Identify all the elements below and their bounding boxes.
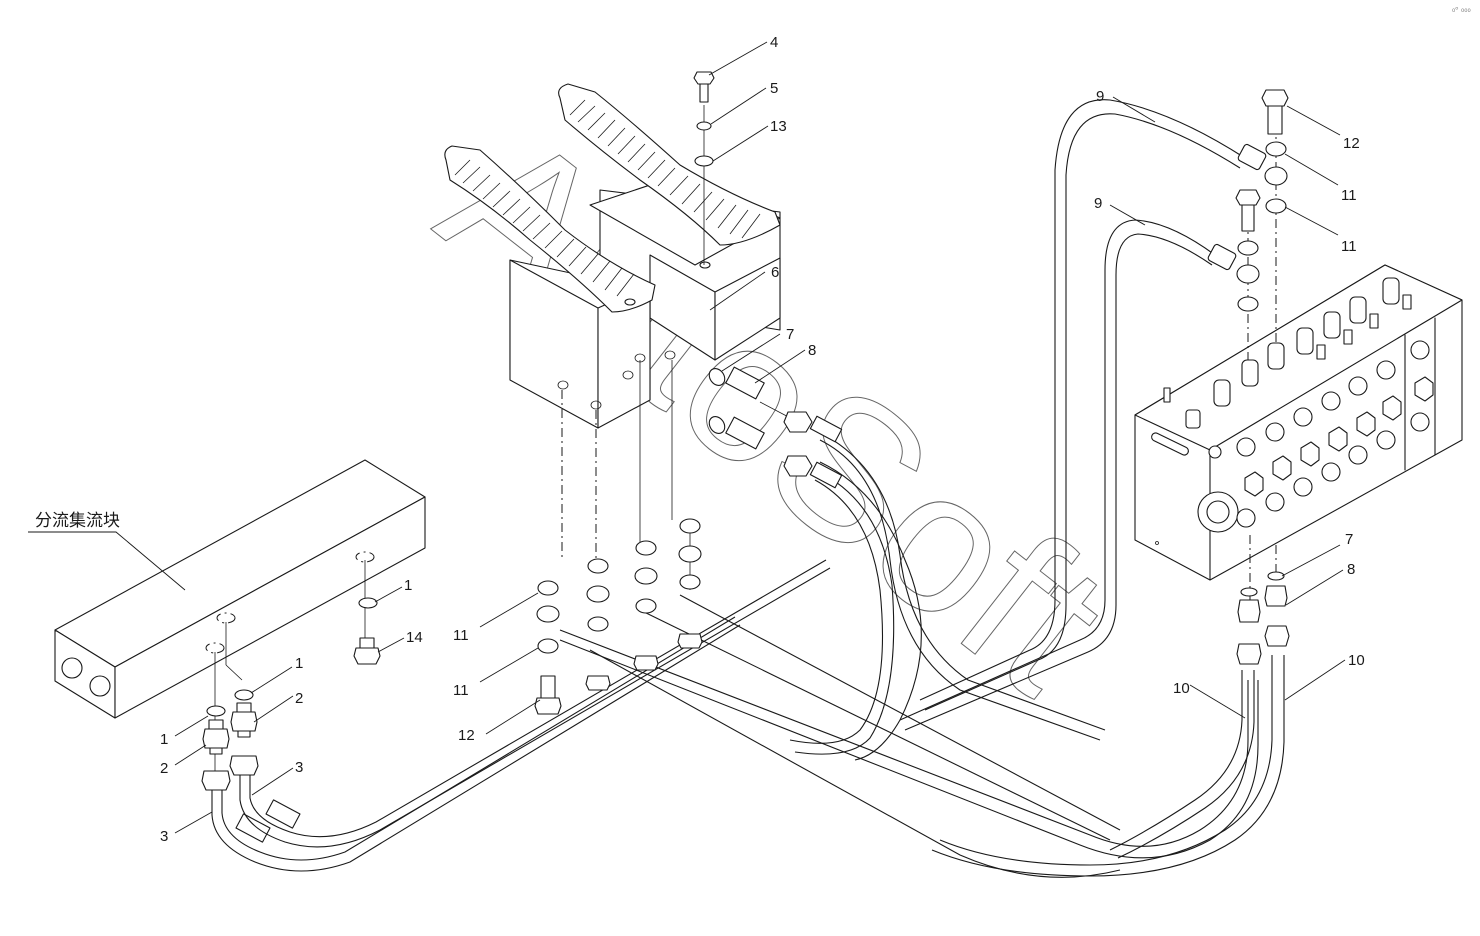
callout-8-valve: 8	[1347, 561, 1355, 578]
pedal-side-fittings	[708, 366, 843, 489]
banjo-bolt-12-left	[534, 675, 562, 715]
o-ring-1a	[358, 597, 378, 609]
valve-top-spools	[1163, 277, 1412, 429]
connector-8-lower	[725, 416, 765, 450]
callout-1-right: 1	[295, 655, 303, 672]
callout-10-left: 10	[1173, 680, 1190, 697]
callout-12-pedal: 12	[458, 727, 475, 744]
hose-10-left	[1109, 670, 1255, 859]
callout-9-lower: 9	[1094, 195, 1102, 212]
hose-3-left	[211, 616, 741, 872]
diverter-fittings	[201, 560, 381, 791]
pedal-outlet-hose-lower	[789, 461, 922, 761]
hose-9-lower	[899, 219, 1216, 731]
callout-2-right: 2	[295, 690, 303, 707]
callout-9-upper: 9	[1096, 88, 1104, 105]
connector-2b	[230, 702, 258, 738]
diverter-block-label: 分流集流块	[35, 511, 120, 531]
spring-washer-5	[696, 121, 712, 131]
callout-7-upper: 7	[786, 326, 794, 343]
connector-8-upper	[725, 366, 765, 400]
valve-front-ports	[1197, 340, 1434, 533]
corner-marker: ₀ᵒ ₀₀₀	[1452, 5, 1471, 14]
hose-10-right	[931, 655, 1285, 877]
nut-lower	[783, 455, 813, 477]
callout-3-right: 3	[295, 759, 303, 776]
pedal-banjo-stacks	[534, 360, 703, 715]
callout-13: 13	[770, 118, 787, 135]
nut-3b	[229, 755, 259, 776]
callout-10-right: 10	[1348, 652, 1365, 669]
callout-2-left: 2	[160, 760, 168, 777]
connector-2a	[202, 719, 230, 755]
pedal-right-treads	[569, 99, 761, 239]
hoses	[211, 99, 1285, 878]
hose-9-upper	[919, 99, 1246, 711]
nut-3a	[201, 770, 231, 791]
callout-4: 4	[770, 34, 778, 51]
callout-6: 6	[771, 264, 779, 281]
callout-3-left: 3	[160, 828, 168, 845]
plug-14	[353, 637, 381, 665]
callout-8-upper: 8	[808, 342, 816, 359]
callout-11-pedal-b: 11	[453, 682, 469, 699]
callout-5: 5	[770, 80, 778, 97]
callout-11-upper: 11	[1341, 187, 1357, 204]
callout-1-plug: 1	[404, 577, 412, 594]
valve-banjo-stacks	[1207, 89, 1289, 360]
callouts: 4 5 13 6 7 8 9 9 12 11 11 7 8	[160, 34, 1365, 845]
flat-washer-13	[694, 155, 714, 167]
callout-11-pedal-a: 11	[453, 627, 469, 644]
valve-bottom-fittings	[1236, 535, 1290, 665]
control-valve	[1134, 264, 1463, 581]
pedal-left	[444, 145, 676, 429]
callout-12-upper: 12	[1343, 135, 1360, 152]
pedal-left-treads	[454, 159, 635, 297]
callout-1-left: 1	[160, 731, 168, 748]
hose-3-right	[239, 559, 831, 848]
callout-7-valve: 7	[1345, 531, 1353, 548]
diverter-block: 分流集流块	[28, 459, 426, 719]
banjo-bolt-12-right	[1261, 89, 1289, 107]
long-hoses-bottom	[559, 594, 1259, 878]
callout-11-lower: 11	[1341, 238, 1357, 255]
nut-upper	[783, 411, 813, 433]
pedal-outlet-hose-upper	[814, 429, 1106, 741]
callout-14: 14	[406, 629, 423, 646]
